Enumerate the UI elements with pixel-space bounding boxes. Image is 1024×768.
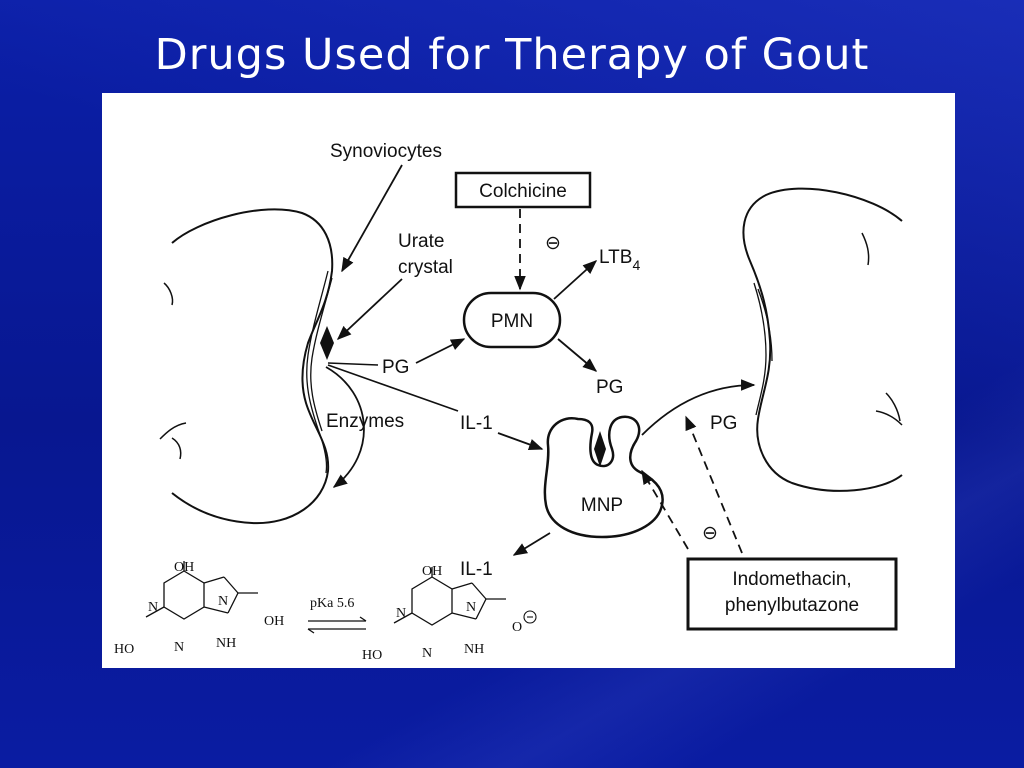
drug-label-line1: Indomethacin, xyxy=(732,569,851,590)
il1-output-label: IL-1 xyxy=(460,559,493,580)
chem-left-n1: N xyxy=(148,600,158,615)
chem-right-nh: NH xyxy=(464,642,484,657)
pg-to-pmn-arrow xyxy=(415,338,466,364)
urate-arrow xyxy=(336,278,403,340)
pmn-label: PMN xyxy=(491,311,533,332)
chem-right-n7: N xyxy=(466,600,476,615)
right-joint xyxy=(742,187,903,492)
chem-left-nh: NH xyxy=(216,636,236,651)
il1-to-mnp-arrow xyxy=(497,432,544,450)
mnp-cell xyxy=(543,415,664,539)
urate-anion-structure xyxy=(393,567,506,626)
mnp-to-il1-arrow xyxy=(512,532,551,556)
colchicine-box xyxy=(454,171,592,209)
chem-right-n3: N xyxy=(422,646,432,661)
left-urate-crystal xyxy=(320,326,334,360)
left-joint xyxy=(159,208,334,525)
chem-left-n7: N xyxy=(218,594,228,609)
synoviocytes-arrow xyxy=(341,164,403,273)
synoviocytes-label: Synoviocytes xyxy=(330,141,442,162)
chem-right-oh: OH xyxy=(422,564,442,579)
drug-label-line2: phenylbutazone xyxy=(725,595,859,616)
mnp-urate-crystal xyxy=(594,431,606,467)
chem-right-o-minus: O xyxy=(512,620,522,635)
crystal-to-il1-line xyxy=(327,364,459,412)
enzymes-label: Enzymes xyxy=(326,411,404,432)
ltb4-label: LTB4 xyxy=(599,247,640,273)
pka-label: pKa 5.6 xyxy=(310,596,354,611)
pmn-to-pg-arrow xyxy=(557,338,598,372)
chem-left-n3: N xyxy=(174,640,184,655)
mnp-to-right-joint-arrow xyxy=(641,379,756,436)
colchicine-inhibit-symbol: ⊖ xyxy=(545,233,561,254)
enzymes-arrow xyxy=(325,366,365,488)
diagram-svg: Synoviocytes Colchicine ⊖ Urate crystal … xyxy=(114,141,903,663)
il1-input-label: IL-1 xyxy=(460,413,493,434)
pmn-to-ltb4-arrow xyxy=(553,260,598,300)
chem-left-oh: OH xyxy=(174,560,194,575)
equilibrium-arrows xyxy=(307,616,367,634)
chem-right-n1: N xyxy=(396,606,406,621)
pg-right-label: PG xyxy=(710,413,737,434)
gout-diagram: Synoviocytes Colchicine ⊖ Urate crystal … xyxy=(102,93,955,668)
crystal-to-pg-line xyxy=(327,362,379,366)
drug-box xyxy=(686,557,898,631)
mnp-label: MNP xyxy=(581,495,623,516)
pg-output-label: PG xyxy=(596,377,623,398)
chem-right-ho: HO xyxy=(362,648,382,663)
slide-title: Drugs Used for Therapy of Gout xyxy=(154,30,870,80)
pg-input-label: PG xyxy=(382,357,409,378)
drug-inhibit-mnp-arrow xyxy=(641,469,689,550)
chem-left-ho: HO xyxy=(114,642,134,657)
negative-charge-icon xyxy=(523,610,537,624)
urate-label-line2: crystal xyxy=(398,257,453,278)
chem-left-oh2: OH xyxy=(264,614,284,629)
pmn-cell xyxy=(462,291,562,349)
urate-label-line1: Urate xyxy=(398,231,444,252)
colchicine-label: Colchicine xyxy=(479,181,567,202)
drug-inhibit-symbol: ⊖ xyxy=(702,523,718,544)
uric-acid-structure xyxy=(145,561,258,620)
drug-inhibit-pg-arrow xyxy=(685,415,743,554)
